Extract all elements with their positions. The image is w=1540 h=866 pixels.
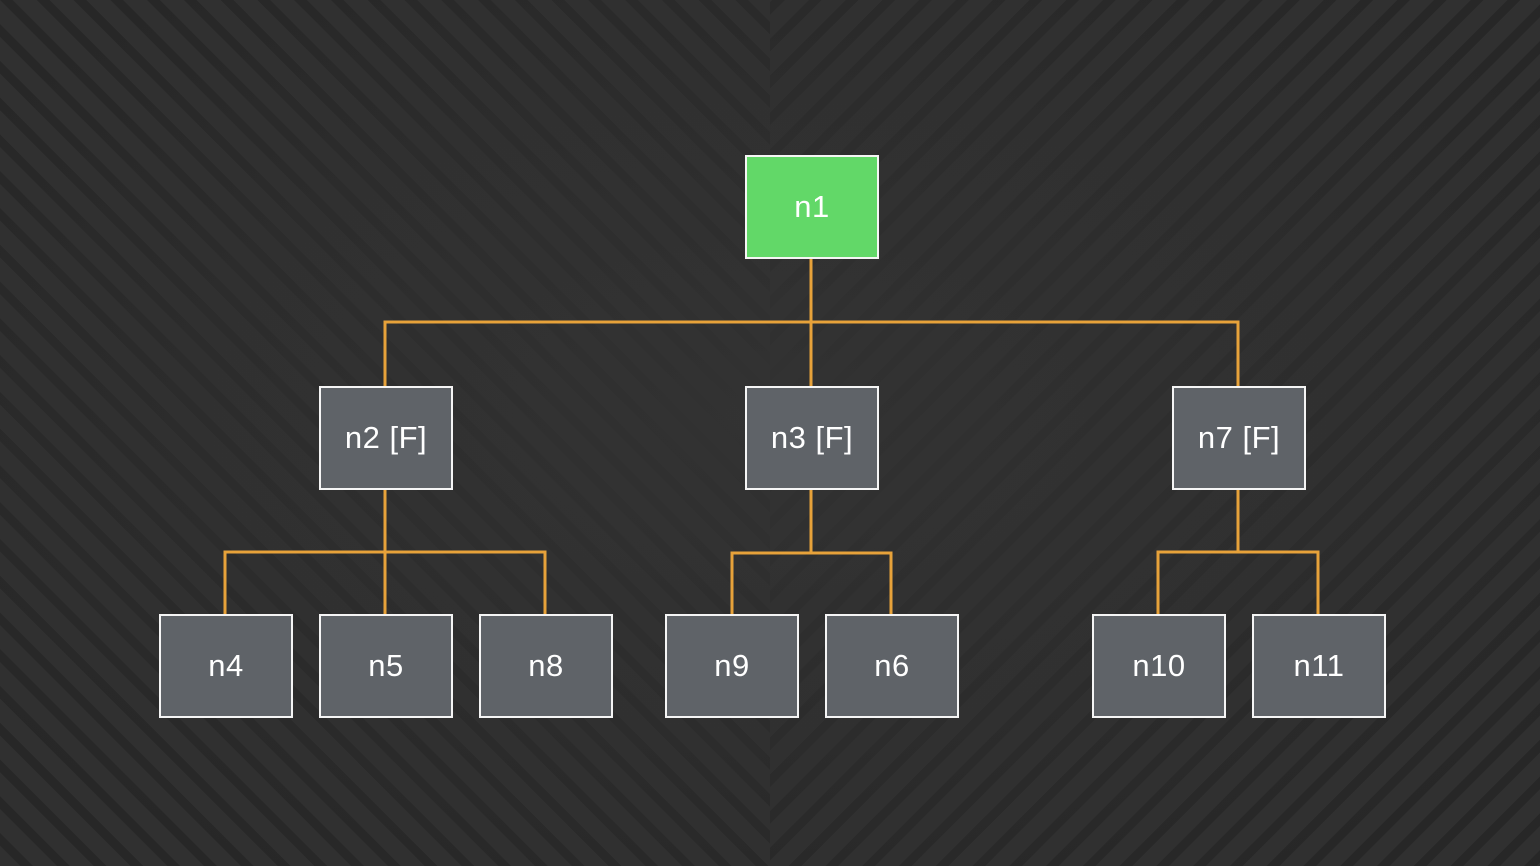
node-n1[interactable]: n1: [745, 155, 879, 259]
node-label: n7 [F]: [1197, 420, 1281, 455]
node-n11[interactable]: n11: [1252, 614, 1386, 718]
node-n9[interactable]: n9: [665, 614, 799, 718]
node-label: n8: [528, 648, 564, 683]
node-n8[interactable]: n8: [479, 614, 613, 718]
node-n4[interactable]: n4: [159, 614, 293, 718]
edge-n7-children: [1156, 488, 1320, 616]
node-label: n9: [714, 648, 750, 683]
edge-n2-children: [223, 488, 547, 616]
node-label: n11: [1293, 648, 1345, 683]
node-label: n2 [F]: [344, 420, 428, 455]
node-n10[interactable]: n10: [1092, 614, 1226, 718]
node-label: n1: [794, 189, 830, 224]
edge-n1-children: [383, 257, 1240, 388]
node-n7[interactable]: n7 [F]: [1172, 386, 1306, 490]
node-label: n10: [1132, 648, 1186, 683]
node-label: n4: [208, 648, 244, 683]
node-n6[interactable]: n6: [825, 614, 959, 718]
node-label: n5: [368, 648, 404, 683]
node-label: n3 [F]: [770, 420, 854, 455]
node-n5[interactable]: n5: [319, 614, 453, 718]
node-label: n6: [874, 648, 910, 683]
node-n2[interactable]: n2 [F]: [319, 386, 453, 490]
node-n3[interactable]: n3 [F]: [745, 386, 879, 490]
edge-n3-children: [730, 488, 893, 616]
